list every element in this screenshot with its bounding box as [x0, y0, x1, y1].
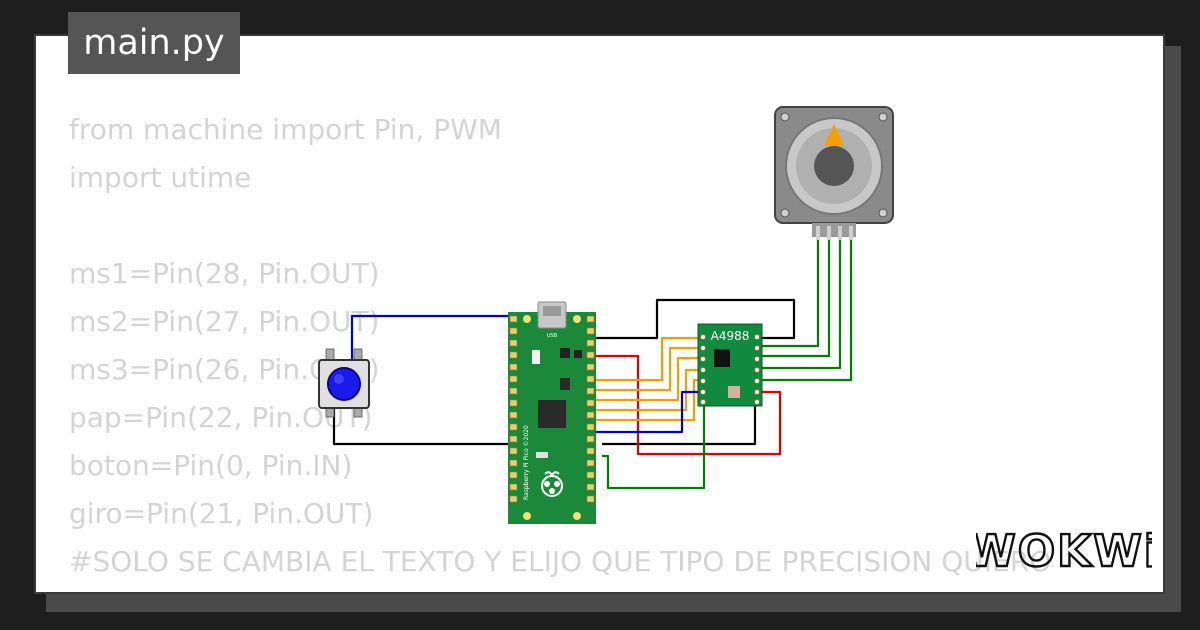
driver-pins [700, 334, 760, 405]
wire-blue-button[interactable] [350, 314, 520, 363]
pico-right-pins [586, 315, 595, 503]
code-preview: from machine import Pin, PWM import utime… [69, 106, 1052, 592]
wire-black-button[interactable] [332, 408, 512, 446]
wire-red[interactable] [595, 354, 782, 456]
wire-orange-1[interactable] [595, 336, 700, 382]
pico-left-pins [509, 315, 518, 503]
a4988-driver[interactable]: A4988 [697, 323, 763, 407]
wires [332, 238, 853, 490]
wire-orange-4[interactable] [595, 368, 700, 412]
preview-card: from machine import Pin, PWM import utime… [34, 34, 1165, 594]
driver-label: A4988 [711, 329, 750, 343]
pico-board-text: Raspberry Pi Pico ©2020 [523, 425, 530, 500]
wire-green-motor-1[interactable] [762, 238, 820, 348]
pico-usb-label: USB [547, 333, 558, 339]
code-line: ms1=Pin(28, Pin.OUT) [69, 257, 380, 290]
wokwi-logo: WOKWi [976, 525, 1152, 578]
raspberry-pi-logo-icon [541, 471, 563, 497]
stepper-motor-icon[interactable] [774, 106, 894, 240]
motor-indicator-icon [824, 124, 844, 146]
wire-orange-2[interactable] [595, 346, 700, 392]
wire-green-motor-2[interactable] [762, 238, 831, 358]
code-line: #SOLO SE CAMBIA EL TEXTO Y ELIJO QUE TIP… [69, 545, 1052, 578]
wire-black-top[interactable] [595, 298, 796, 340]
code-line: giro=Pin(21, Pin.OUT) [69, 497, 374, 530]
file-tab[interactable]: main.py [68, 12, 240, 74]
wire-green-motor-3[interactable] [762, 238, 842, 370]
code-line: ms2=Pin(27, Pin.OUT) [69, 305, 380, 338]
wire-green-dir[interactable] [602, 402, 706, 490]
wire-orange-5[interactable] [595, 378, 700, 422]
wire-orange-3[interactable] [595, 356, 700, 402]
wire-green-motor-4[interactable] [762, 238, 853, 382]
code-line: import utime [69, 161, 252, 194]
code-line: from machine import Pin, PWM [69, 113, 502, 146]
wire-blue-driver[interactable] [595, 390, 700, 434]
pico-board[interactable]: USB Raspberry Pi Pico ©2020 [508, 301, 596, 524]
pushbutton-icon[interactable] [318, 348, 370, 418]
logo-text: WOKWi [976, 526, 1152, 577]
wire-black-bottom[interactable] [602, 400, 757, 446]
code-line: boton=Pin(0, Pin.IN) [69, 449, 353, 482]
code-line: pap=Pin(22, Pin.OUT) [69, 401, 373, 434]
